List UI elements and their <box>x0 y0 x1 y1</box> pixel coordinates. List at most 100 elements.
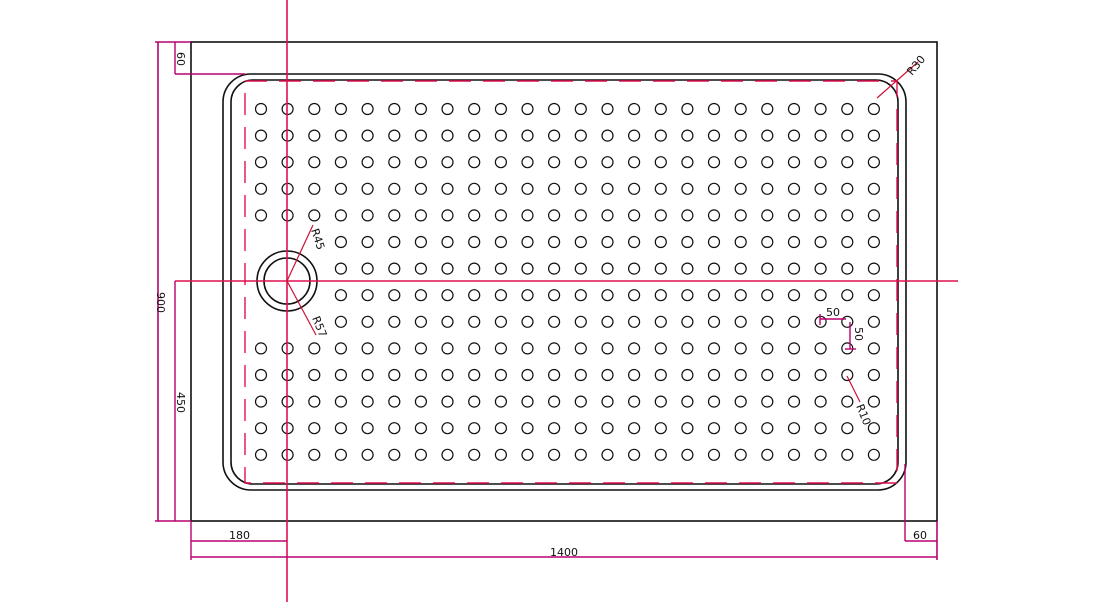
drain-hole <box>521 209 534 222</box>
drain-hole <box>681 209 694 222</box>
drain-hole <box>468 315 481 328</box>
drain-hole <box>521 395 534 408</box>
drain-hole <box>761 315 774 328</box>
drain-inner-radius-label: R45 <box>308 227 327 252</box>
drain-hole <box>681 182 694 195</box>
drain-hole <box>547 235 561 249</box>
drain-hole <box>388 289 401 302</box>
pitch-x-label: 50 <box>826 306 840 319</box>
drain-hole <box>361 315 374 328</box>
drain-hole <box>334 368 347 382</box>
drain-hole <box>308 422 321 435</box>
drain-hole <box>867 368 881 382</box>
drain-hole <box>627 102 641 116</box>
drain-hole <box>547 395 561 408</box>
drain-hole <box>761 262 774 275</box>
drain-hole <box>814 235 827 249</box>
drain-hole <box>414 235 427 249</box>
drain-hole <box>388 235 401 249</box>
drain-hole <box>441 102 454 116</box>
drain-hole <box>867 156 881 169</box>
drain-hole <box>334 182 347 195</box>
drain-hole <box>654 156 667 169</box>
drain-hole <box>574 342 587 355</box>
drain-hole <box>707 262 721 275</box>
drain-hole <box>601 315 614 328</box>
drain-hole <box>627 315 641 328</box>
drain-hole <box>334 422 347 435</box>
drain-hole <box>547 342 561 355</box>
drain-hole <box>654 342 667 355</box>
drain-hole <box>254 368 268 382</box>
drain-hole <box>867 129 881 142</box>
drain-hole <box>761 156 774 169</box>
drain-hole <box>654 129 667 142</box>
drain-hole <box>734 368 747 382</box>
drain-hole <box>521 156 534 169</box>
drain-hole <box>468 209 481 222</box>
drain-hole <box>814 129 827 142</box>
drain-hole <box>308 342 321 355</box>
drain-hole <box>867 209 881 222</box>
drain-hole <box>654 262 667 275</box>
drain-hole <box>521 315 534 328</box>
drain-hole <box>574 156 587 169</box>
drain-hole <box>627 289 641 302</box>
drain-hole <box>254 156 268 169</box>
drain-hole <box>334 395 347 408</box>
drain-hole <box>494 448 507 461</box>
drain-hole <box>574 102 587 116</box>
drain-hole <box>841 448 854 461</box>
drain-hole <box>254 342 268 355</box>
drain-hole <box>414 289 427 302</box>
drain-hole <box>574 129 587 142</box>
drain-hole <box>468 235 481 249</box>
drain-hole <box>441 156 454 169</box>
drain-hole <box>681 129 694 142</box>
drain-hole <box>681 262 694 275</box>
drain-hole <box>414 422 427 435</box>
drain-hole <box>734 129 747 142</box>
drain-hole <box>308 395 321 408</box>
drain-hole <box>734 235 747 249</box>
drain-hole <box>494 422 507 435</box>
drain-hole <box>707 209 721 222</box>
drain-hole <box>494 209 507 222</box>
drain-hole <box>681 342 694 355</box>
drain-hole <box>814 209 827 222</box>
drain-hole <box>734 182 747 195</box>
drain-hole <box>468 102 481 116</box>
drain-hole <box>841 395 854 408</box>
drain-hole <box>254 209 268 222</box>
drain-hole <box>468 368 481 382</box>
drain-hole <box>547 315 561 328</box>
drain-hole <box>787 235 801 249</box>
drain-hole <box>787 422 801 435</box>
drain-hole <box>441 395 454 408</box>
drain-hole <box>707 102 721 116</box>
drain-hole <box>521 422 534 435</box>
drain-hole <box>468 342 481 355</box>
drain-hole <box>308 129 321 142</box>
drain-hole <box>468 395 481 408</box>
drain-hole <box>654 368 667 382</box>
drain-hole <box>601 156 614 169</box>
drain-hole <box>574 262 587 275</box>
drain-hole <box>654 102 667 116</box>
drain-hole <box>654 289 667 302</box>
drain-hole <box>414 448 427 461</box>
rim-top-label: 60 <box>174 52 187 66</box>
drain-hole <box>841 315 854 328</box>
drain-hole <box>787 289 801 302</box>
drain-hole <box>468 289 481 302</box>
drain-hole <box>574 289 587 302</box>
drain-hole <box>734 289 747 302</box>
drain-hole <box>574 422 587 435</box>
basin-inner-outline-offset <box>230 79 899 485</box>
drain-hole <box>414 262 427 275</box>
drain-hole <box>388 182 401 195</box>
drain-hole <box>547 156 561 169</box>
drain-hole <box>521 182 534 195</box>
drain-hole <box>441 422 454 435</box>
drain-hole <box>867 262 881 275</box>
